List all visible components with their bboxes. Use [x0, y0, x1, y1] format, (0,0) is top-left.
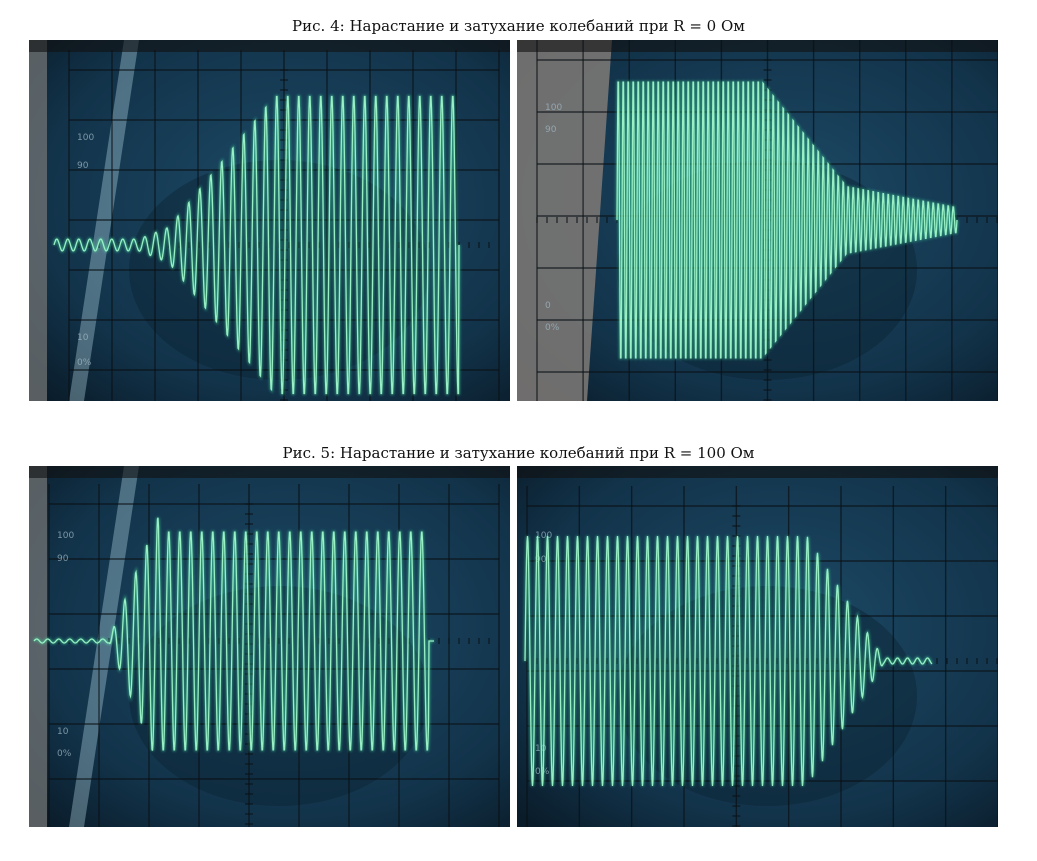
scale-label: 10 — [57, 727, 69, 737]
scale-label: 90 — [57, 554, 69, 564]
oscilloscope-buildup-image: 100 90 10 0% — [29, 466, 510, 827]
scale-label: 0% — [545, 323, 560, 333]
scale-label: 90 — [535, 555, 547, 565]
scale-label: 0% — [77, 358, 92, 368]
scale-label: 100 — [535, 531, 552, 541]
figure-5-caption: Рис. 5: Нарастание и затухание колебаний… — [282, 444, 755, 462]
scale-label: 10 — [77, 333, 89, 343]
scale-label: 0 — [545, 301, 551, 311]
scale-label: 90 — [77, 161, 89, 171]
oscilloscope-buildup-image: 100 90 10 0% — [29, 40, 510, 401]
fig4-photo-left: 100 90 10 0% — [29, 40, 510, 401]
fig4-photo-right: 100 90 0 0% — [517, 40, 998, 401]
scale-label: 100 — [57, 531, 74, 541]
scale-label: 90 — [545, 125, 557, 135]
scale-label: 100 — [545, 103, 562, 113]
scale-label: 0% — [57, 749, 72, 759]
oscilloscope-decay-image: 100 90 0 0% — [517, 40, 998, 401]
scale-label: 100 — [77, 133, 94, 143]
figure-4-caption: Рис. 4: Нарастание и затухание колебаний… — [292, 17, 745, 35]
fig5-photo-left: 100 90 10 0% — [29, 466, 510, 827]
